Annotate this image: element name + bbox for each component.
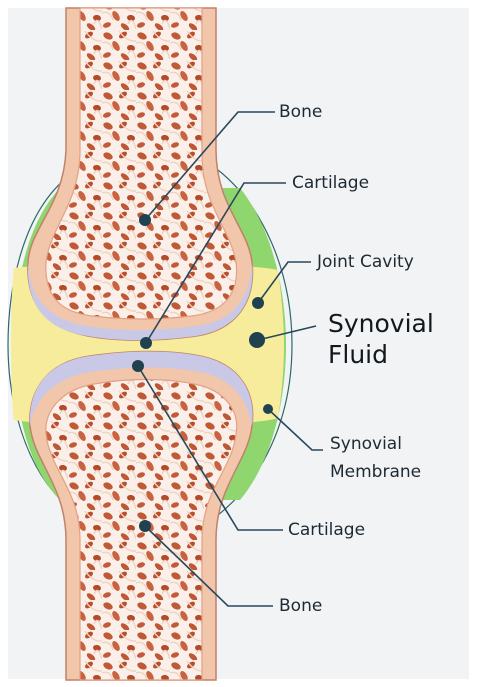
label-synovial-fluid-line1: Synovial (328, 308, 434, 339)
dot-joint-cavity (252, 297, 264, 309)
label-cartilage-top: Cartilage (292, 173, 369, 193)
label-bone-bottom: Bone (279, 596, 322, 616)
label-joint-cavity: Joint Cavity (317, 252, 414, 272)
dot-synovial-fluid (249, 332, 265, 348)
dot-cartilage-top (140, 337, 152, 349)
label-synovial-membrane: Synovial Membrane (330, 430, 421, 486)
dot-cartilage-bottom (132, 360, 144, 372)
dot-bone-bottom (139, 520, 151, 532)
label-synovial-fluid: Synovial Fluid (328, 308, 434, 370)
dot-synovial-membrane (263, 404, 273, 414)
dot-bone-top (139, 214, 151, 226)
label-synovial-membrane-line1: Synovial (330, 430, 421, 458)
label-cartilage-bottom: Cartilage (288, 520, 365, 540)
label-synovial-fluid-line2: Fluid (328, 339, 434, 370)
label-synovial-membrane-line2: Membrane (330, 458, 421, 486)
label-bone-top: Bone (279, 102, 322, 122)
